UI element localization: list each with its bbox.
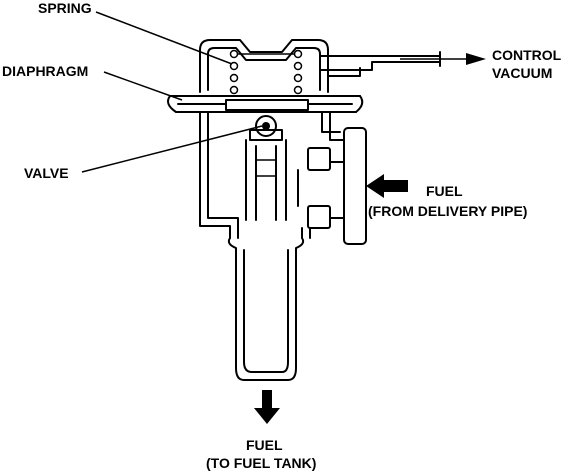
label-valve: VALVE xyxy=(24,165,69,181)
spring xyxy=(229,49,303,95)
label-spring: SPRING xyxy=(38,0,92,16)
diaphragm xyxy=(167,95,364,113)
return-outlet-tube xyxy=(227,237,305,381)
label-control-vacuum-line1: CONTROL xyxy=(492,47,562,63)
label-fuel-outlet-line2: (TO FUEL TANK) xyxy=(206,455,316,471)
label-fuel-inlet-line1: FUEL xyxy=(426,183,463,199)
label-diaphragm: DIAPHRAGM xyxy=(2,63,88,79)
label-control-vacuum-line2: VACUUM xyxy=(492,65,552,81)
vacuum-flow-arrow xyxy=(400,53,486,65)
fuel-outlet-arrow xyxy=(254,390,280,424)
fuel-inlet-port xyxy=(297,127,367,245)
label-fuel-inlet-line2: (FROM DELIVERY PIPE) xyxy=(368,203,527,219)
upper-housing xyxy=(199,39,329,93)
vacuum-pipe xyxy=(319,51,441,77)
leader-lines xyxy=(81,11,263,173)
fuel-inlet-arrow xyxy=(366,174,408,198)
label-fuel-outlet-line1: FUEL xyxy=(246,437,283,453)
valve xyxy=(245,115,287,221)
